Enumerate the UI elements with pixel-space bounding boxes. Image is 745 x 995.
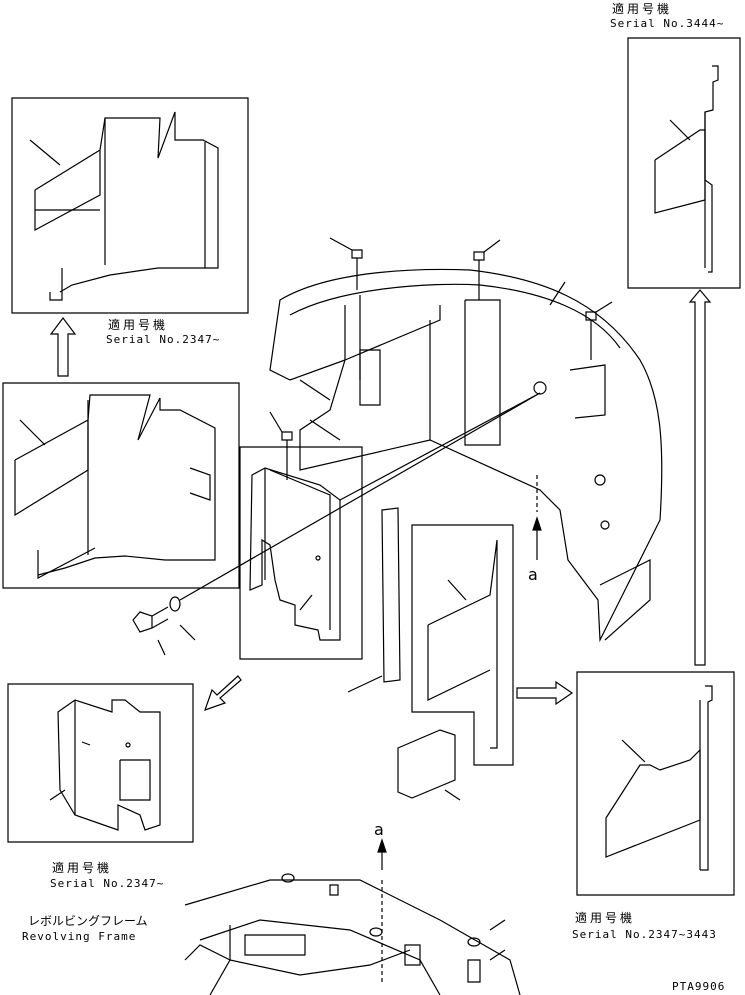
arrow-down-left [205,676,241,710]
arrow-right [517,682,572,704]
long-strip [382,508,400,682]
inset-box-top-right [628,38,740,288]
inset-box-top-left [12,98,248,313]
revolving-frame-label-jp: レボルビングフレーム [28,914,148,928]
view-arrow-a-upper [533,518,541,560]
arrow-up-left [51,318,75,376]
plate-part [428,540,497,748]
bolt [133,607,168,655]
serial-label-2347-top: Serial No.2347~ [106,333,221,346]
serial-label-2347-3443: Serial No.2347~3443 [572,928,717,941]
applicable-label-3444: 適用号機 [612,2,673,16]
serial-label-2347-left: Serial No.2347~ [50,877,165,890]
panel-variant-2347 [30,112,218,300]
leader-long-strip [348,676,382,692]
applicable-label-2347-top: 適用号機 [108,318,169,332]
weight-insert [250,468,340,640]
view-mark-a-lower: a [374,820,384,839]
view-mark-a-upper: a [528,565,538,584]
counterweight [270,269,662,640]
block-part [50,700,160,830]
inset-box-center-weight [240,447,362,659]
top-bolt-3 [586,302,612,360]
serial-label-3444: Serial No.3444~ [610,17,725,30]
axis-upper [340,393,540,500]
small-pad [398,730,455,798]
panel-variant-standard [15,395,215,578]
inset-box-plate [412,525,513,765]
top-bolt-2 [474,240,500,300]
applicable-label-2347-3443: 適用号機 [575,911,636,925]
inset-box-bottom-left [8,684,193,842]
applicable-label-2347-left: 適用号機 [52,861,113,875]
top-bolt-4 [270,412,292,480]
top-bolt-1 [330,238,362,290]
leader-small-pad [445,790,460,800]
revolving-frame [185,874,520,995]
drawing-code: PTA9906 [672,980,726,993]
inset-box-bottom-right [577,672,734,895]
washer [170,597,180,611]
axis-bolt [180,393,540,600]
plate-variant-3444 [655,66,718,272]
inset-box-mid-left [3,383,239,588]
plate-variant-2347-3443 [606,686,712,870]
arrow-up-right [690,290,710,665]
view-arrow-a-lower [378,840,386,870]
revolving-frame-label: Revolving Frame [22,930,137,943]
leader-washer [180,625,195,640]
